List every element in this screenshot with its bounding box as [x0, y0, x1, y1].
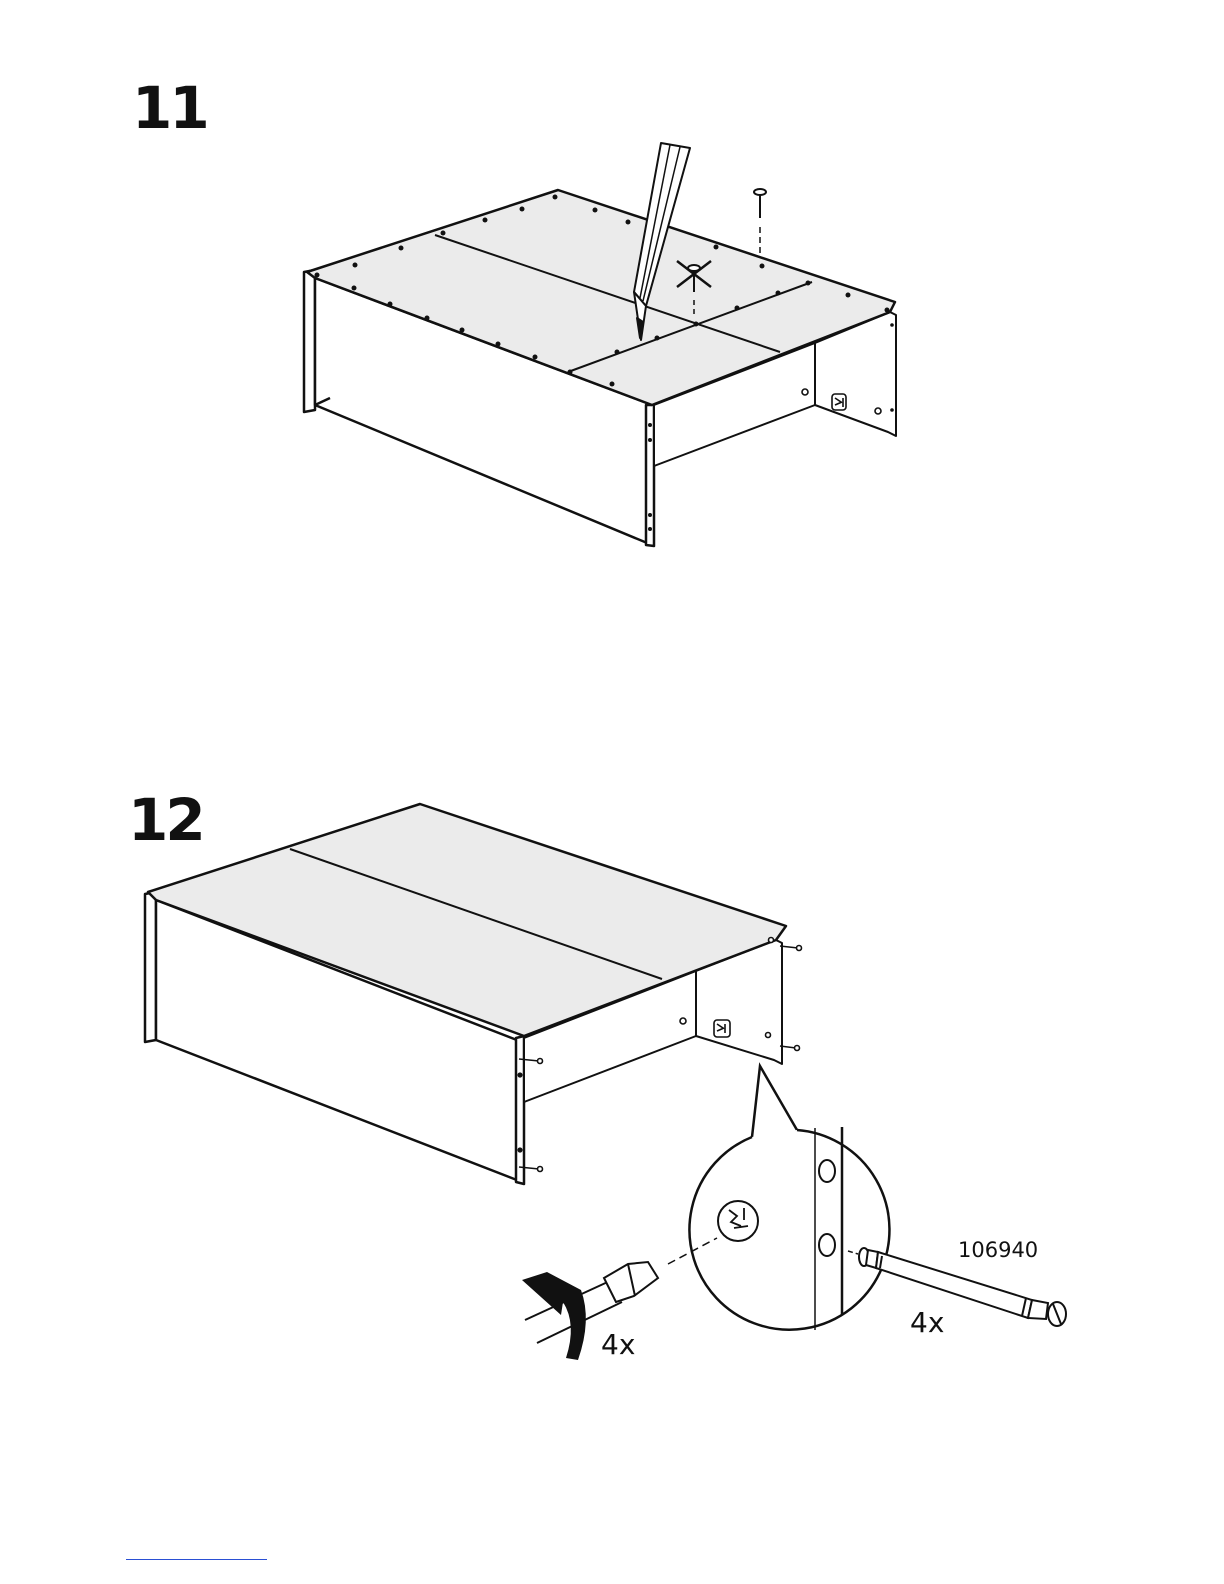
detail-callout	[689, 1066, 899, 1330]
dowel-pins	[518, 938, 801, 1172]
frame-assembly-complete	[145, 804, 786, 1184]
cam-lock-guide-line	[668, 1238, 717, 1264]
frame-assembly	[304, 190, 896, 546]
footer-rule	[126, 1559, 267, 1560]
screwdriver-icon	[525, 1262, 658, 1343]
part-number-label: 106940	[958, 1238, 1038, 1262]
step-11-illustration	[0, 0, 1224, 700]
part-quantity-label: 4x	[910, 1306, 944, 1339]
rotation-arrow-icon	[522, 1272, 586, 1360]
turn-quantity-label: 4x	[601, 1328, 635, 1361]
cam-lock-icon	[718, 1201, 758, 1241]
step-number-12: 12	[128, 786, 203, 854]
nail-icon	[754, 189, 766, 253]
